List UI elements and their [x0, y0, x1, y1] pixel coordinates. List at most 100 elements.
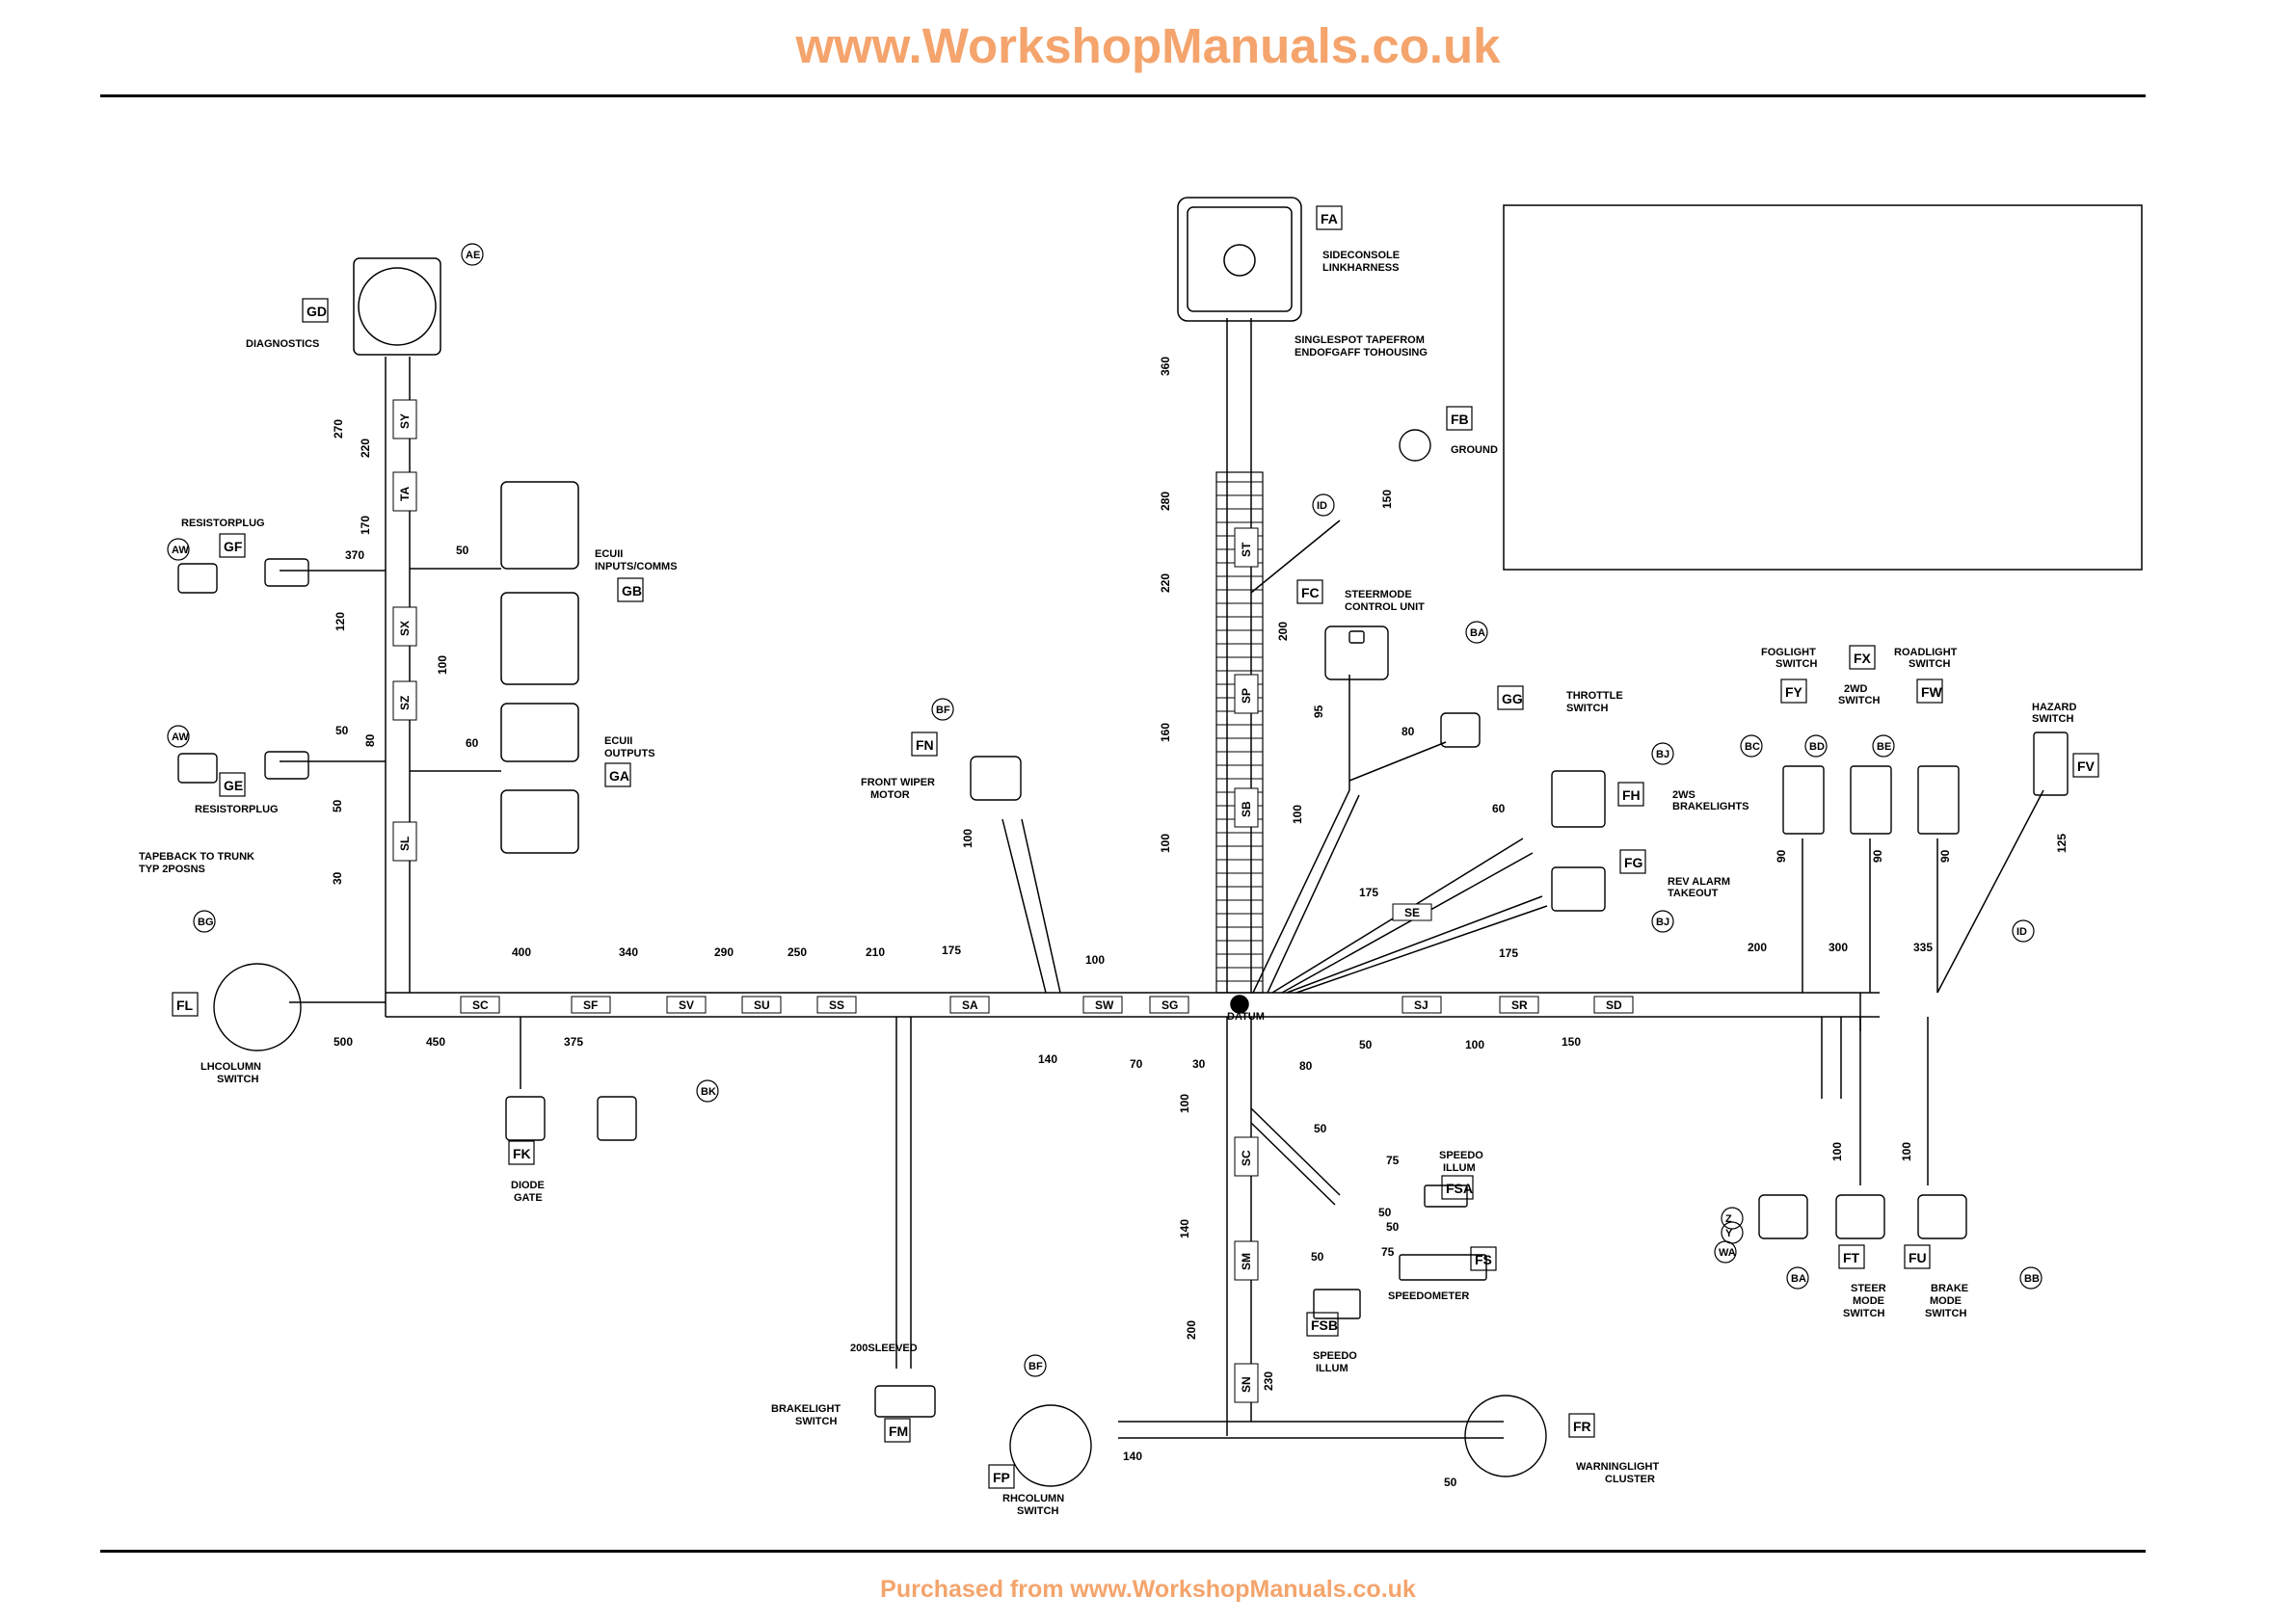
vertical-dimension-label: 100: [1178, 1094, 1191, 1113]
segment-label: TA: [398, 487, 412, 501]
tag-circle: [461, 243, 484, 266]
dimension-label: 100: [1085, 953, 1105, 967]
segment-label: SL: [398, 837, 412, 851]
connector-tag: BC: [1745, 741, 1760, 753]
dimension-label: 80: [1402, 725, 1415, 738]
component-label: TAPEBACK TO TRUNK: [139, 851, 254, 863]
datum-marker: [1230, 995, 1249, 1014]
connector-bodies: [177, 429, 2069, 1487]
vertical-dimension-label: 80: [363, 733, 377, 747]
component-label: ECUII: [595, 548, 623, 560]
connector-tag: BJ: [1656, 917, 1669, 928]
tag-circle: [1804, 734, 1828, 758]
dimension-label: 50: [335, 724, 349, 737]
component-label: FOGLIGHT: [1761, 647, 1816, 658]
component-label: 2WD: [1844, 683, 1868, 695]
connector-code-box: [219, 772, 246, 797]
segment-box: [816, 996, 857, 1014]
connector-tag: AW: [172, 732, 189, 743]
segment-box: [949, 996, 990, 1014]
connector-tag: Z: [1725, 1213, 1732, 1225]
tag-circle: [2019, 1266, 2042, 1290]
segment-label: SC: [1240, 1150, 1253, 1166]
vertical-dimension-label: 90: [1775, 849, 1788, 863]
connector-code: FN: [916, 737, 934, 753]
vertical-dimension-label: 220: [1159, 573, 1172, 593]
component-label: SWITCH: [1843, 1308, 1884, 1319]
component-label: SPEEDO: [1439, 1150, 1483, 1161]
tag-circle: [696, 1079, 719, 1103]
dimension-label: 50: [1311, 1250, 1324, 1264]
segment-box: [571, 996, 611, 1014]
vertical-dimension-label: 150: [1380, 490, 1394, 509]
segment-label: SP: [1240, 688, 1253, 704]
dimension-label: 50: [1359, 1038, 1373, 1051]
segment-label: SJ: [1414, 998, 1428, 1012]
site-footer[interactable]: Purchased from www.WorkshopManuals.co.uk: [880, 1576, 1416, 1603]
component-label: BRAKELIGHT: [771, 1403, 841, 1415]
connector-code-box: [219, 533, 246, 558]
connector-tag: BB: [2024, 1273, 2040, 1285]
component-label: ILLUM: [1443, 1162, 1476, 1174]
segment-box: [392, 606, 417, 647]
connector-tag: AW: [172, 545, 189, 556]
segment-label: SE: [1404, 906, 1420, 919]
vertical-dimension-label: 30: [331, 871, 344, 885]
segment-box: [1234, 674, 1259, 714]
dimension-label: 210: [866, 945, 885, 959]
component-label: CONTROL UNIT: [1345, 601, 1425, 613]
vertical-dimension-label: 200: [1276, 622, 1290, 641]
tag-circle: [1740, 734, 1763, 758]
segment-box: [392, 680, 417, 721]
connector-code: FB: [1451, 412, 1469, 427]
connector-code: FH: [1622, 787, 1641, 803]
connector-tag: BE: [1877, 741, 1891, 753]
dimension-label: 375: [564, 1035, 583, 1049]
connector-code-box: [1470, 1246, 1497, 1271]
connector-code-box: [1316, 205, 1343, 230]
connector-code: FSA: [1446, 1181, 1473, 1196]
vertical-dimension-label: 125: [2055, 834, 2069, 853]
vertical-dimension-label: 280: [1159, 492, 1172, 511]
component-label: SWITCH: [2032, 713, 2073, 725]
component-label: RESISTORPLUG: [181, 518, 265, 529]
connector-code-box: [1849, 645, 1876, 670]
vertical-dimension-label: 270: [332, 419, 345, 439]
connector-code: FSB: [1311, 1317, 1338, 1333]
dimension-label: 250: [788, 945, 807, 959]
component-label: SWITCH: [1838, 695, 1880, 706]
dimension-label: 450: [426, 1035, 445, 1049]
connector-code-box: [1838, 1244, 1865, 1269]
component-label: INPUTS/COMMS: [595, 561, 678, 572]
vertical-dimension-label: 90: [1938, 849, 1952, 863]
vertical-dimension-label: 50: [331, 799, 344, 812]
connector-tag: BF: [936, 705, 950, 716]
vertical-dimension-label: 100: [1159, 834, 1172, 853]
connector-code: FR: [1573, 1419, 1591, 1434]
tag-circle: [1651, 910, 1674, 933]
segment-box: [460, 996, 500, 1014]
connector-tag: BJ: [1656, 749, 1669, 760]
component-label: LHCOLUMN: [200, 1061, 261, 1073]
segment-label: SU: [754, 998, 770, 1012]
vertical-dimension-label: 100: [436, 655, 449, 675]
connector-code: FC: [1301, 585, 1320, 600]
segment-box: [1234, 527, 1259, 568]
component-label: FRONT WIPER: [861, 777, 935, 788]
site-header[interactable]: www.WorkshopManuals.co.uk: [795, 18, 1501, 73]
tag-circle: [1721, 1207, 1744, 1230]
component-label: 2WS: [1672, 789, 1695, 801]
connector-tag: BD: [1809, 741, 1825, 753]
connector-code: FM: [889, 1423, 908, 1439]
connector-fa-body: [1177, 197, 1302, 322]
connector-code: GD: [307, 304, 327, 319]
connector-diagnostics-body: [353, 257, 441, 356]
dimension-label: 500: [334, 1035, 353, 1049]
connector-code: GG: [1502, 691, 1523, 706]
dimension-label: 30: [1192, 1057, 1206, 1071]
connector-code-box: [302, 298, 329, 323]
connector-tag: BA: [1470, 627, 1485, 639]
tag-circle: [1651, 742, 1674, 765]
dimension-label: 80: [1299, 1059, 1313, 1073]
